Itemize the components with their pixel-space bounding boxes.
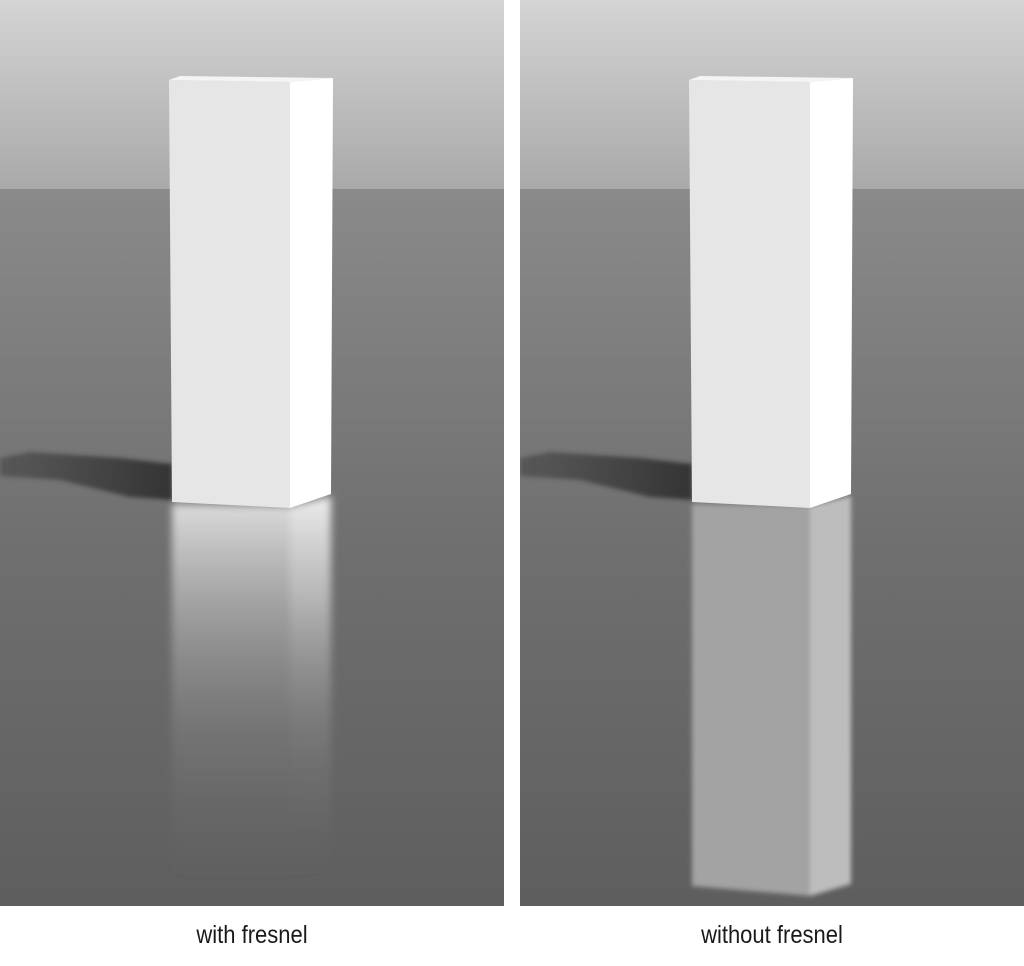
white-pillar <box>689 76 853 508</box>
white-pillar <box>169 76 333 508</box>
pillar-shadow <box>0 452 172 500</box>
render-image-with-fresnel <box>0 0 504 906</box>
caption-with-fresnel: with fresnel <box>196 921 308 949</box>
pillar-shadow <box>520 452 692 500</box>
render-without-fresnel <box>520 0 1024 906</box>
pillar-reflection <box>172 496 331 880</box>
pillar-reflection <box>692 496 851 896</box>
caption-without-fresnel: without fresnel <box>701 921 843 949</box>
render-with-fresnel <box>0 0 504 906</box>
render-image-without-fresnel <box>520 0 1024 906</box>
